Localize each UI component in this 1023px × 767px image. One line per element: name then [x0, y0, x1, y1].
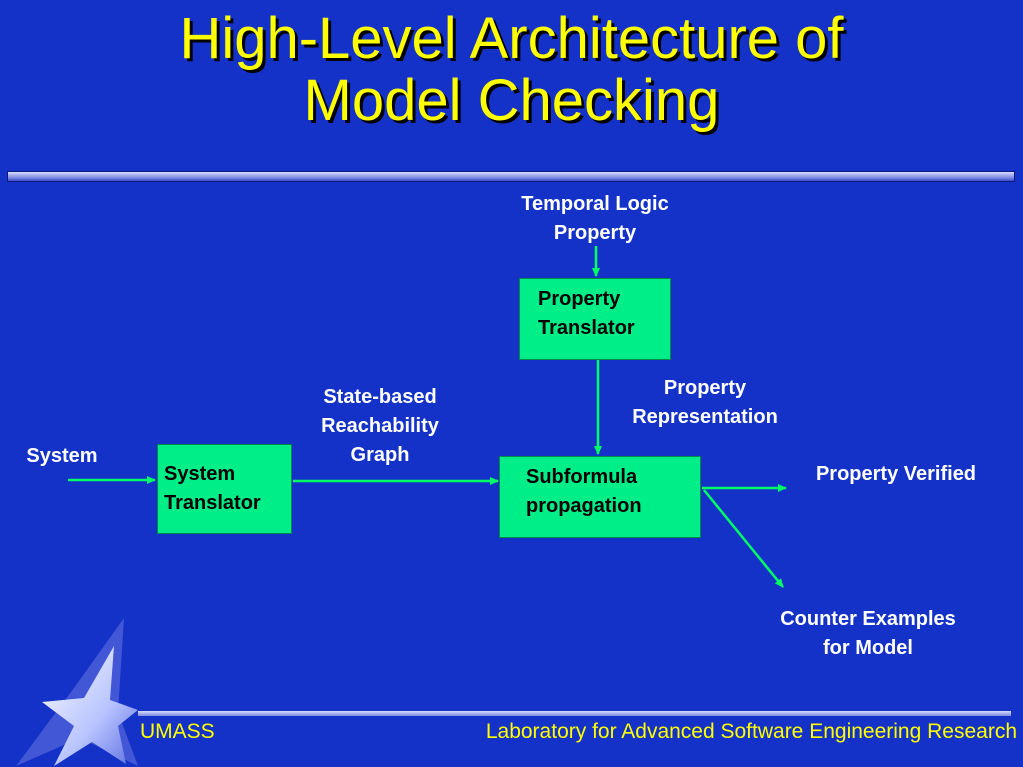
property-representation-label: Property Representation	[632, 377, 778, 428]
slide-title-line1: High-Level Architecture of	[179, 6, 844, 71]
slide-title-line2: Model Checking	[303, 68, 720, 133]
property-verified-label: Property Verified	[815, 463, 977, 485]
footer-right-label: Laboratory for Advanced Software Enginee…	[485, 720, 1017, 743]
temporal-logic-property-label: Temporal Logic Property	[521, 193, 669, 244]
property-translator-box: Property Translator	[519, 278, 671, 360]
subformula-propagation-box: Subformula propagation	[499, 456, 701, 538]
footer-left-label: UMASS	[140, 720, 215, 743]
footer-divider	[138, 711, 1011, 716]
title-divider	[8, 172, 1014, 181]
umass-star-logo	[16, 618, 138, 766]
slide-title: High-Level Architecture of Model Checkin…	[0, 8, 1023, 132]
system-translator-box: System Translator	[157, 444, 292, 534]
system-input-label: System	[26, 445, 98, 467]
arrow-subformula-to-counter-examples	[703, 489, 784, 588]
state-based-reachability-graph-label: State-based Reachability Graph	[321, 386, 439, 466]
counter-examples-label: Counter Examples for Model	[780, 608, 956, 659]
